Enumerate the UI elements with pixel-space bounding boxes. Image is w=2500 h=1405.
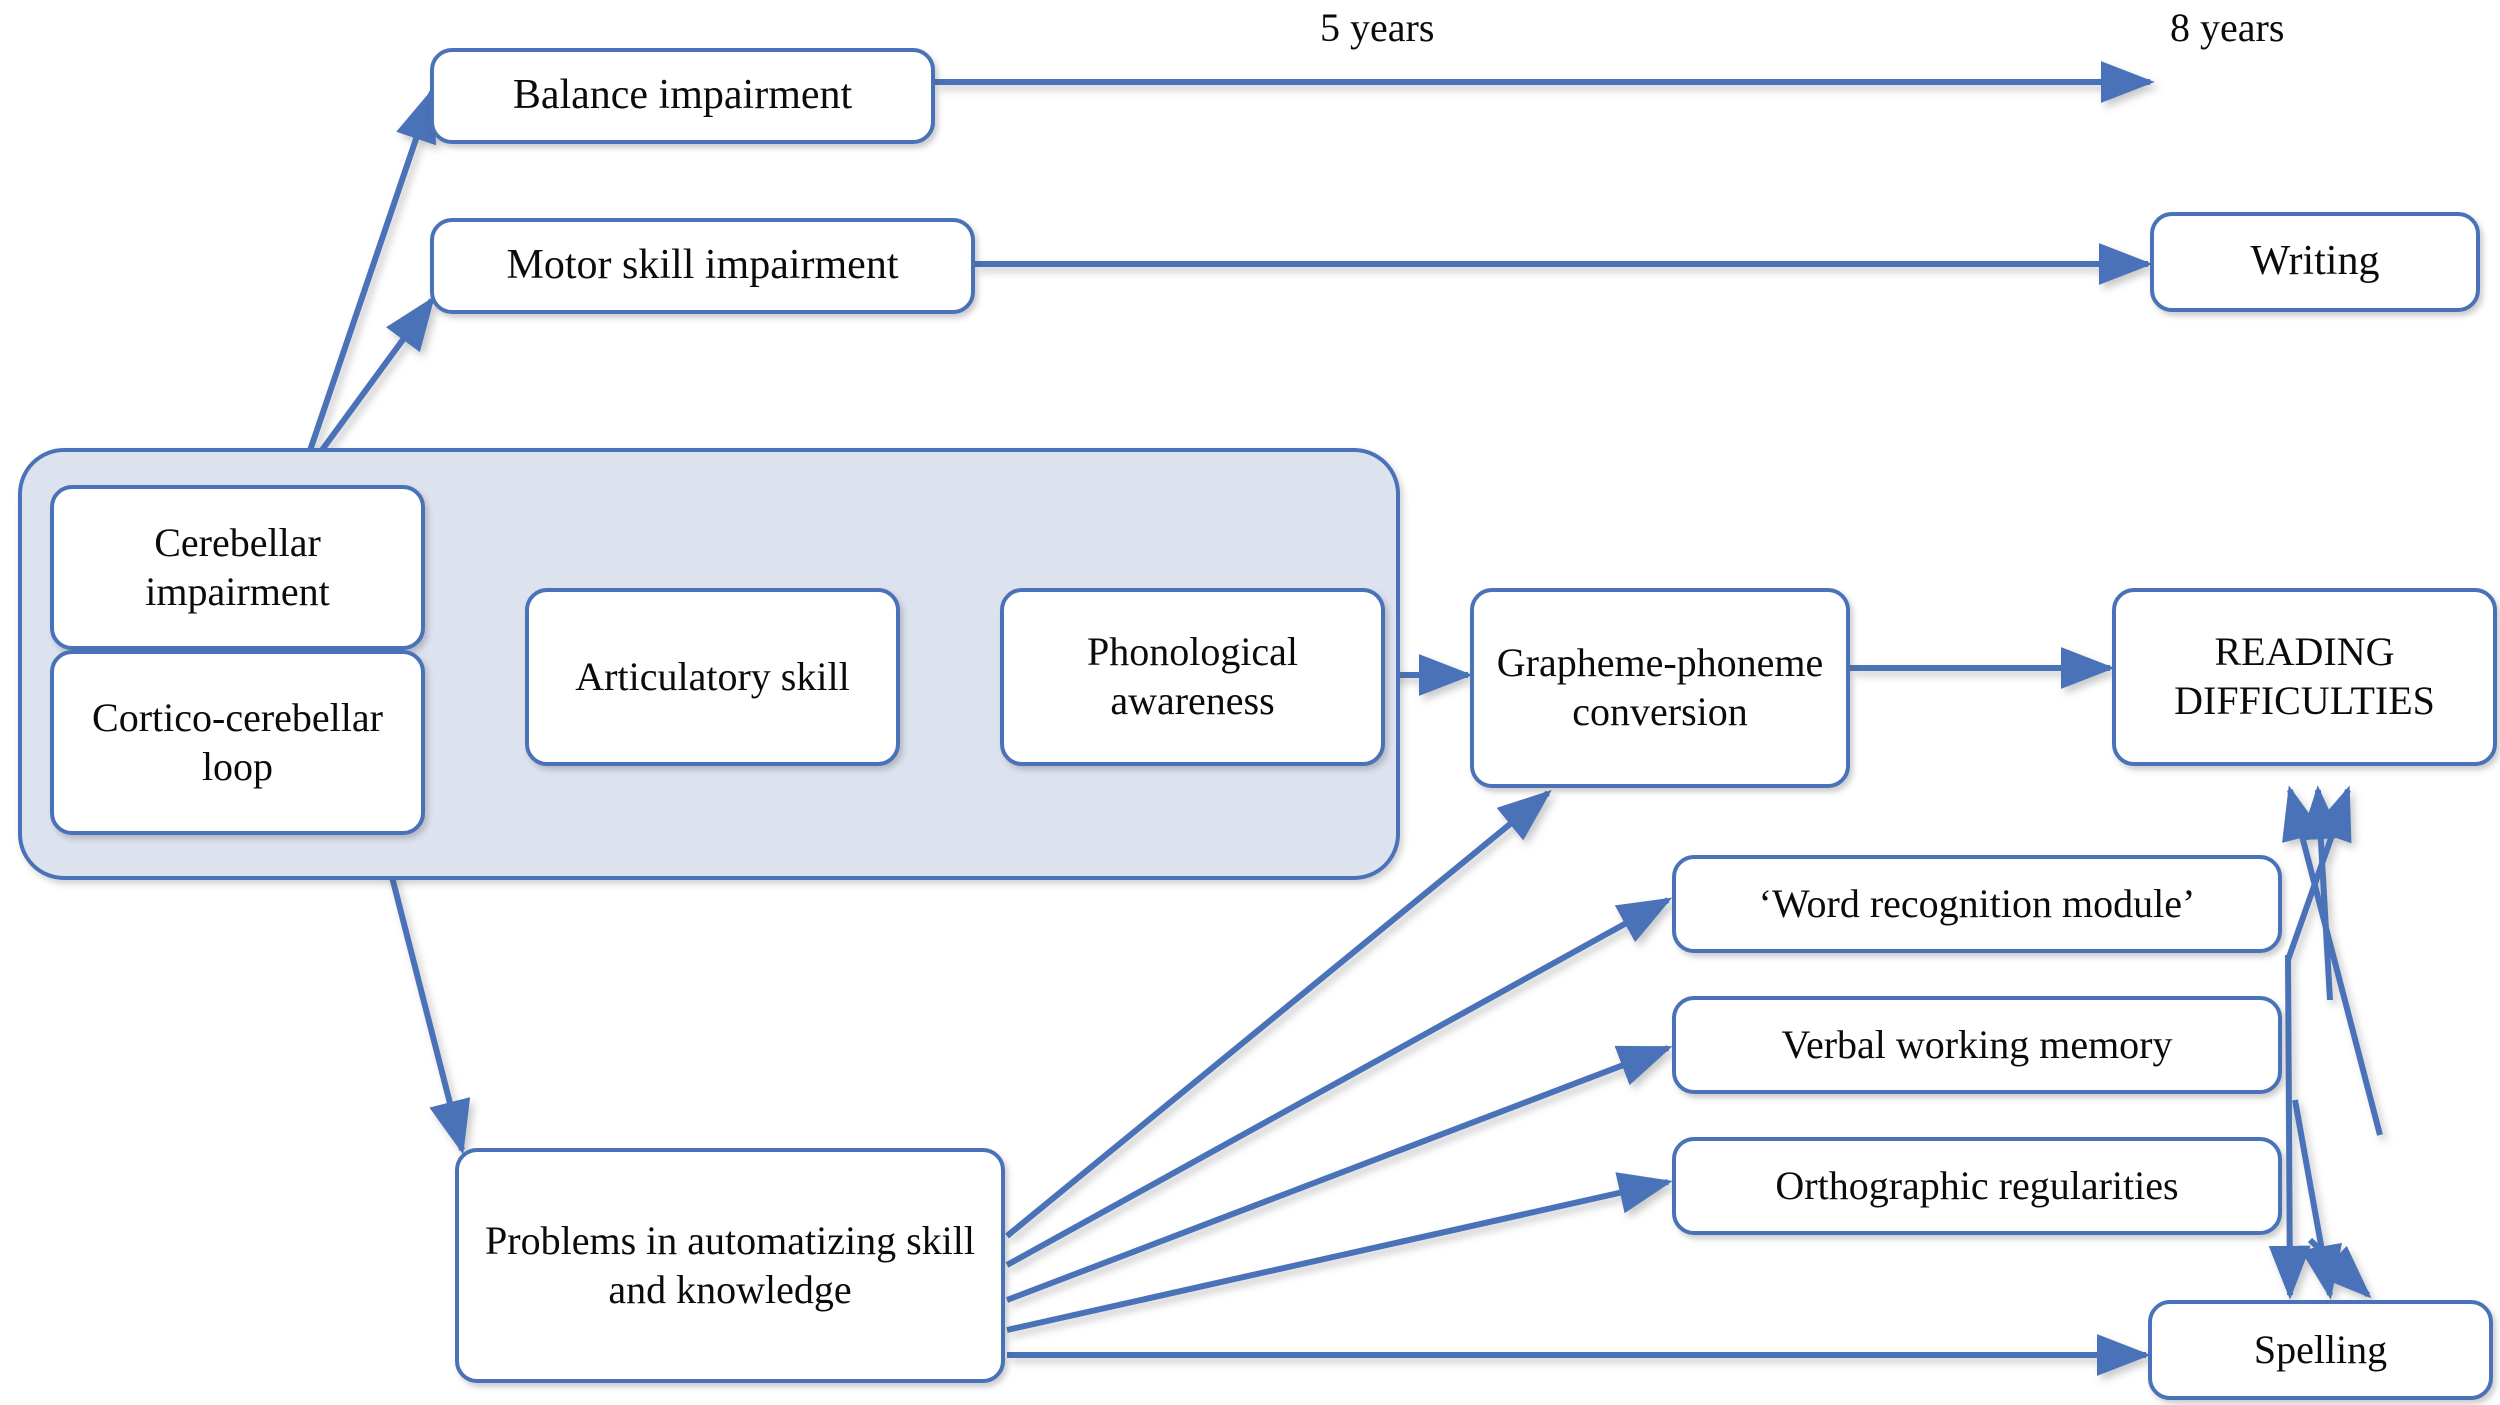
edge-wordrec-to-reading	[2285, 785, 2352, 961]
node-cerebellar-impairment[interactable]: Cerebellar impairment	[50, 485, 425, 650]
node-label: Phonological awareness	[1086, 629, 1299, 723]
edge-problems-to-ortho	[1006, 1172, 1673, 1333]
node-phonological-awareness[interactable]: Phonological awareness	[1000, 588, 1385, 766]
node-writing[interactable]: Writing	[2150, 212, 2480, 312]
node-verbal-working-memory[interactable]: Verbal working memory	[1672, 996, 2282, 1094]
node-label: Grapheme-phoneme conversion	[1496, 640, 1824, 734]
edge-wordrec-to-spelling	[2268, 954, 2311, 1300]
node-grapheme-phoneme-conversion[interactable]: Grapheme-phoneme conversion	[1470, 588, 1850, 788]
edge-problems-to-vwm	[1005, 1045, 1673, 1303]
node-problems-automatizing-skill-knowledge[interactable]: Problems in automatizing skill and knowl…	[455, 1148, 1005, 1383]
edge-cerebellar-to-balance	[297, 87, 437, 481]
node-balance-impairment[interactable]: Balance impairment	[430, 48, 935, 144]
node-motor-skill-impairment[interactable]: Motor skill impairment	[430, 218, 975, 314]
edge-vwm-to-reading	[2299, 785, 2342, 1001]
node-label: Cortico-cerebellar loop	[92, 694, 383, 789]
timeline-label-8-years: 8 years	[2170, 5, 2285, 50]
node-label: Motor skill impairment	[506, 242, 899, 289]
node-articulatory-skill[interactable]: Articulatory skill	[525, 588, 900, 766]
edge-ortho-to-spelling	[2307, 1237, 2372, 1299]
node-word-recognition-module[interactable]: ‘Word recognition module’	[1672, 855, 2282, 953]
node-reading-difficulties[interactable]: READING DIFFICULTIES	[2112, 588, 2497, 766]
node-label: Problems in automatizing skill and knowl…	[485, 1217, 975, 1312]
node-label: Writing	[2250, 238, 2380, 285]
node-label: Orthographic regularities	[1775, 1162, 2179, 1208]
edge-vwm-to-spelling	[2292, 1099, 2342, 1300]
node-label: ‘Word recognition module’	[1758, 880, 2196, 926]
node-label: Articulatory skill	[575, 653, 850, 699]
node-label: Balance impairment	[512, 72, 853, 119]
edge-problems-to-wordrec	[1005, 897, 1673, 1268]
timeline-label-5-years: 5 years	[1320, 5, 1435, 50]
edge-ortho-to-reading	[2282, 785, 2383, 1136]
node-label: Verbal working memory	[1781, 1021, 2173, 1067]
node-label: Cerebellar impairment	[145, 519, 330, 614]
node-spelling[interactable]: Spelling	[2148, 1300, 2493, 1400]
node-cortico-cerebellar-loop[interactable]: Cortico-cerebellar loop	[50, 650, 425, 835]
edge-cortico-to-problems	[379, 837, 471, 1155]
node-orthographic-regularities[interactable]: Orthographic regularities	[1672, 1137, 2282, 1235]
node-label: READING DIFFICULTIES	[2174, 629, 2435, 723]
node-label: Spelling	[2253, 1326, 2388, 1372]
